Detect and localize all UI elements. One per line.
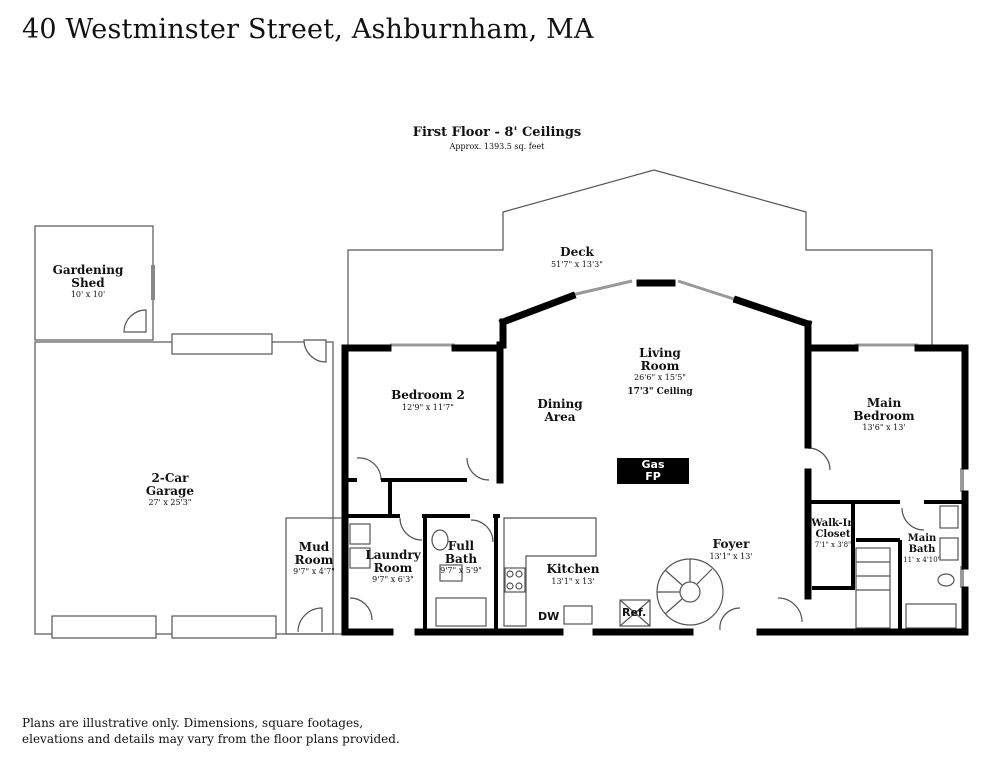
room-name: Kitchen xyxy=(546,562,600,576)
room-dimensions: 13'1" x 13' xyxy=(709,551,753,561)
room-dimensions: 51'7" x 13'3" xyxy=(551,259,603,269)
room-dimensions: 9'7" x 4'7" xyxy=(293,567,335,577)
room-ceiling-note: 17'3" Ceiling xyxy=(627,386,693,397)
room-dimensions: 26'6" x 15'5" xyxy=(634,373,686,383)
straight-stair xyxy=(855,547,891,629)
kitchen-sink xyxy=(563,605,593,625)
page-title: 40 Westminster Street, Ashburnham, MA xyxy=(22,14,594,45)
room-dimensions: 10' x 10' xyxy=(70,290,106,300)
vanity-fullbath xyxy=(439,564,463,582)
garage-door-right xyxy=(171,615,277,639)
floor-title: First Floor - 8' Ceilings xyxy=(412,125,582,140)
kitchen-counter xyxy=(503,517,597,627)
garage-door-left xyxy=(51,615,157,639)
room-dimensions: 12'9" x 11'7" xyxy=(402,402,454,412)
disclaimer: Plans are illustrative only. Dimensions,… xyxy=(22,716,400,746)
room-dimensions: 13'1" x 13' xyxy=(551,576,595,586)
room-dimensions: 7'1" x 3'8" xyxy=(814,541,852,549)
room-name: Foyer xyxy=(712,537,750,551)
shower-fullbath xyxy=(435,597,487,627)
room-name: Bedroom 2 xyxy=(391,388,465,402)
dishwasher-label: DW xyxy=(538,610,560,623)
room-name: Deck xyxy=(560,245,594,259)
floor-area: Approx. 1393.5 sq. feet xyxy=(449,142,545,151)
room-dimensions: 27' x 25'3" xyxy=(148,498,192,508)
exterior-wall-living xyxy=(498,291,577,327)
fireplace xyxy=(617,458,689,484)
fireplace-label-part: Gas xyxy=(641,458,665,471)
fireplace-label-part: FP xyxy=(645,470,661,483)
room-dimensions: 9'7" x 6'3" xyxy=(372,575,414,585)
room-dimensions: 11' x 4'10" xyxy=(903,556,941,564)
tub-mainbath xyxy=(905,603,957,629)
room-dimensions: 9'7" x 5'9" xyxy=(440,566,482,576)
deck-outline xyxy=(347,169,933,345)
refrigerator-label: Ref. xyxy=(622,606,647,619)
room-dimensions: 13'6" x 13' xyxy=(862,423,906,433)
